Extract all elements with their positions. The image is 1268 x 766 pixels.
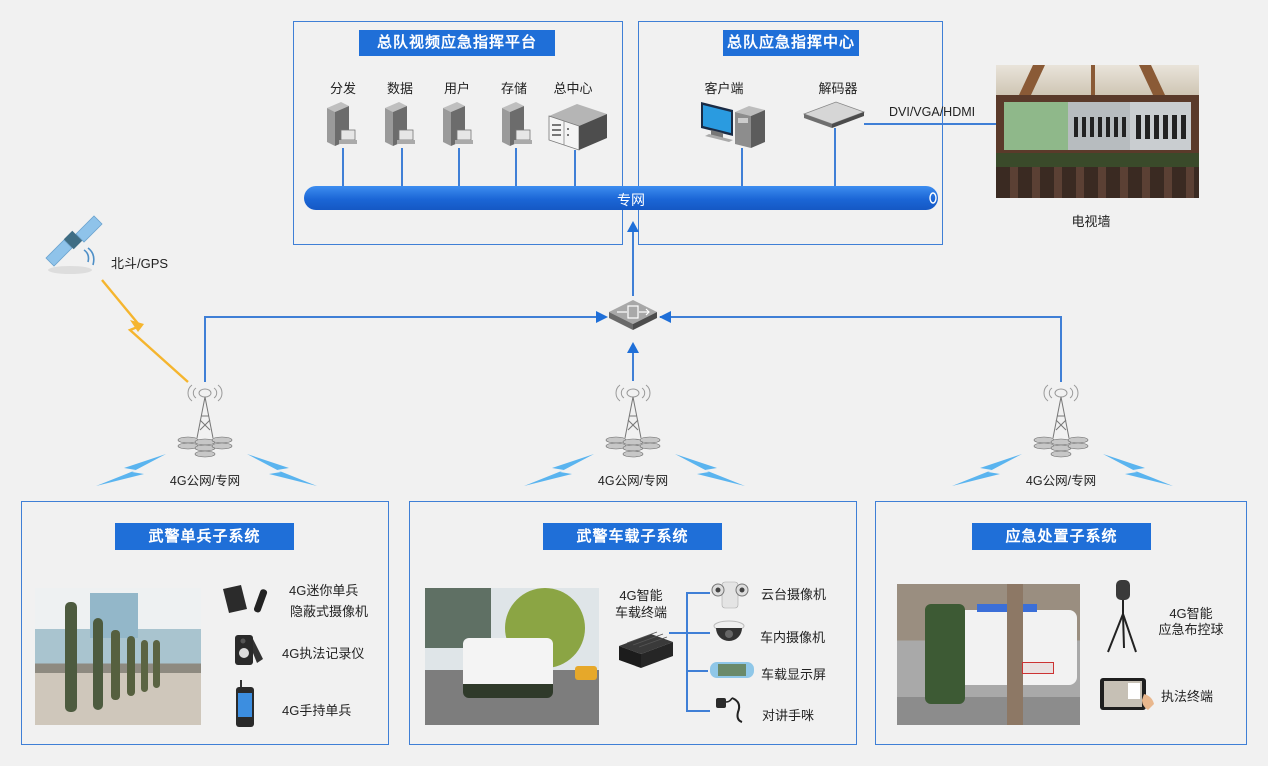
base-station-label: 4G公网/专网 [169, 474, 241, 488]
wireless-signal-icon [524, 454, 594, 486]
lightning-bolt-icon [101, 279, 189, 383]
soldier-subsystem-title: 武警单兵子系统 [115, 523, 294, 550]
satellite-label: 北斗/GPS [111, 256, 169, 271]
vehicle-tree-branch [686, 632, 710, 634]
server-tower-icon [443, 102, 473, 146]
tablet-terminal-icon [1100, 678, 1154, 710]
bus-end-cap-icon [929, 192, 937, 204]
soldier-item-handheld: 4G手持单兵 [282, 703, 352, 718]
vehicle-terminal-line1: 4G智能 [619, 588, 663, 603]
wireless-signal-icon [675, 454, 745, 486]
video-wall-photo [996, 65, 1199, 198]
rack-server-icon [548, 104, 607, 151]
decoder-link [834, 128, 836, 186]
wireless-signal-icon [247, 454, 317, 486]
video-wall-label: 电视墙 [1071, 214, 1111, 229]
vehicle-tree-branch [686, 710, 710, 712]
right-link-drop [1060, 316, 1062, 382]
emergency-scene-photo [897, 584, 1080, 725]
dome-camera-icon [713, 620, 745, 641]
vehicle-terminal-line2: 车载终端 [614, 605, 668, 620]
cell-tower-icon [177, 384, 233, 458]
patrol-vehicle-photo [425, 588, 599, 725]
vehicle-item-inside-camera: 车内摄像机 [760, 630, 826, 645]
video-output-link [864, 123, 998, 125]
vehicle-item-display: 车载显示屏 [761, 667, 827, 682]
mirror-display-icon [710, 662, 754, 678]
server-label-data: 数据 [386, 81, 414, 96]
wireless-signal-icon [1103, 454, 1173, 486]
vehicle-tree-branch [686, 592, 710, 594]
server-label-storage: 存储 [500, 81, 528, 96]
cell-tower-icon [605, 384, 661, 458]
emergency-item-dome-line1: 4G智能 [1169, 606, 1213, 621]
decoder-box-icon [802, 101, 866, 128]
platform-panel [293, 21, 623, 245]
platform-title: 总队视频应急指挥平台 [359, 30, 555, 56]
body-camera-icon [235, 635, 263, 665]
base-station-label: 4G公网/专网 [1025, 474, 1097, 488]
server-link [401, 148, 403, 186]
vehicle-item-ptz-camera: 云台摄像机 [761, 587, 827, 602]
vehicle-tree-branch [686, 670, 708, 672]
vehicle-tree-link [669, 632, 687, 634]
server-label-center: 总中心 [553, 81, 593, 96]
client-link [741, 148, 743, 186]
wireless-signal-icon [96, 454, 166, 486]
left-link-drop [204, 316, 206, 382]
handheld-mic-icon [716, 697, 743, 723]
soldier-item-mini-camera-line1: 4G迷你单兵 [289, 583, 359, 598]
deployable-dome-camera-icon [1107, 580, 1137, 653]
gateway-uplink [632, 226, 634, 296]
right-link [660, 316, 1061, 318]
arrow-up-icon [627, 342, 639, 353]
server-label-distribute: 分发 [329, 81, 357, 96]
server-link [342, 148, 344, 186]
client-label: 客户端 [704, 81, 744, 96]
vehicle-tree-trunk [686, 592, 688, 711]
server-link [574, 150, 576, 186]
cell-tower-icon [1033, 384, 1089, 458]
video-output-label: DVI/VGA/HDMI [889, 105, 976, 119]
middle-link [632, 345, 634, 381]
left-link [204, 316, 606, 318]
private-network-label: 专网 [617, 192, 645, 208]
ptz-camera-icon [711, 581, 749, 609]
soldier-subsystem-panel [21, 501, 389, 745]
command-center-title: 总队应急指挥中心 [723, 30, 859, 56]
server-link [515, 148, 517, 186]
emergency-subsystem-panel [875, 501, 1247, 745]
soldier-item-mini-camera-line2: 隐蔽式摄像机 [290, 604, 369, 619]
server-tower-icon [327, 102, 357, 146]
mini-camera-icon [223, 585, 268, 613]
wireless-signal-icon [952, 454, 1022, 486]
arrow-up-icon [627, 221, 639, 232]
vehicle-subsystem-title: 武警车载子系统 [543, 523, 722, 550]
emergency-item-dome-line2: 应急布控球 [1158, 622, 1224, 637]
command-center-panel [638, 21, 943, 245]
emergency-subsystem-title: 应急处置子系统 [972, 523, 1151, 550]
soldier-item-recorder: 4G执法记录仪 [282, 646, 365, 661]
network-gateway-icon [609, 300, 657, 330]
emergency-item-tablet: 执法终端 [1161, 689, 1214, 704]
server-tower-icon [385, 102, 415, 146]
decoder-label: 解码器 [818, 81, 858, 96]
vehicle-item-mic: 对讲手咪 [762, 708, 815, 723]
vehicle-terminal-icon [619, 631, 673, 668]
satellite-icon [45, 215, 103, 274]
server-tower-icon [502, 102, 532, 146]
desktop-computer-icon [701, 102, 765, 148]
base-station-label: 4G公网/专网 [597, 474, 669, 488]
private-network-bus [304, 186, 938, 210]
arrow-left-icon [659, 311, 671, 323]
server-label-user: 用户 [443, 81, 471, 96]
vehicle-subsystem-panel [409, 501, 857, 745]
handheld-terminal-icon [236, 680, 254, 727]
soldier-patrol-photo [35, 588, 201, 725]
server-link [458, 148, 460, 186]
arrow-right-icon [596, 311, 608, 323]
